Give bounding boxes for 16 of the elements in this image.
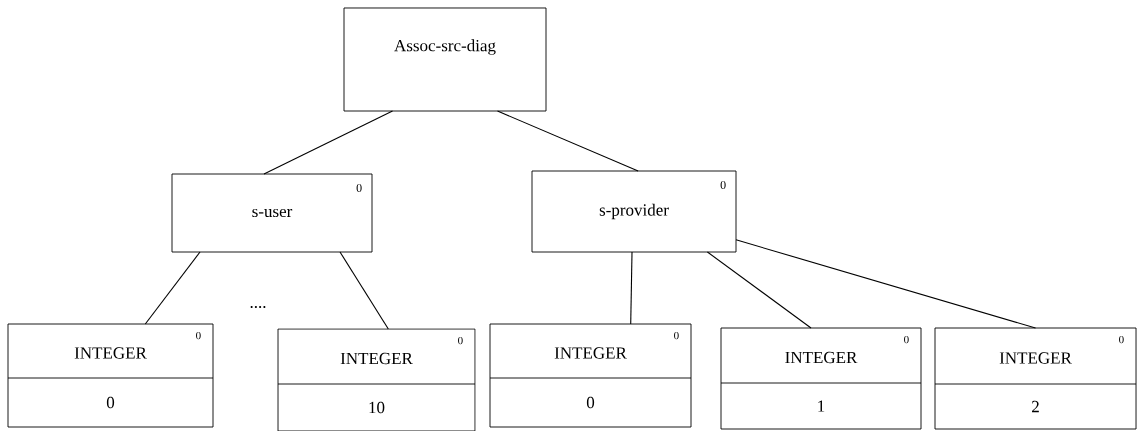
connector-line	[630, 251, 633, 325]
record-box: INTEGER 0 0	[7, 323, 214, 428]
ellipsis-label: ....	[250, 306, 266, 308]
child-box: s-user 0	[171, 173, 373, 253]
record-box: INTEGER 0 10	[277, 328, 476, 431]
record-box: INTEGER 0 1	[720, 327, 922, 430]
root-box: Assoc-src-diag	[343, 7, 547, 112]
connector-line	[735, 239, 1037, 329]
connector-line	[263, 110, 394, 175]
record-box: INTEGER 0 0	[489, 323, 692, 428]
record-box: INTEGER 0 2	[934, 327, 1137, 430]
connector-line	[144, 251, 201, 325]
connector-line	[339, 251, 389, 330]
child-box: s-provider 0	[531, 170, 737, 253]
connector-line	[496, 110, 639, 172]
connector-line	[706, 251, 812, 329]
